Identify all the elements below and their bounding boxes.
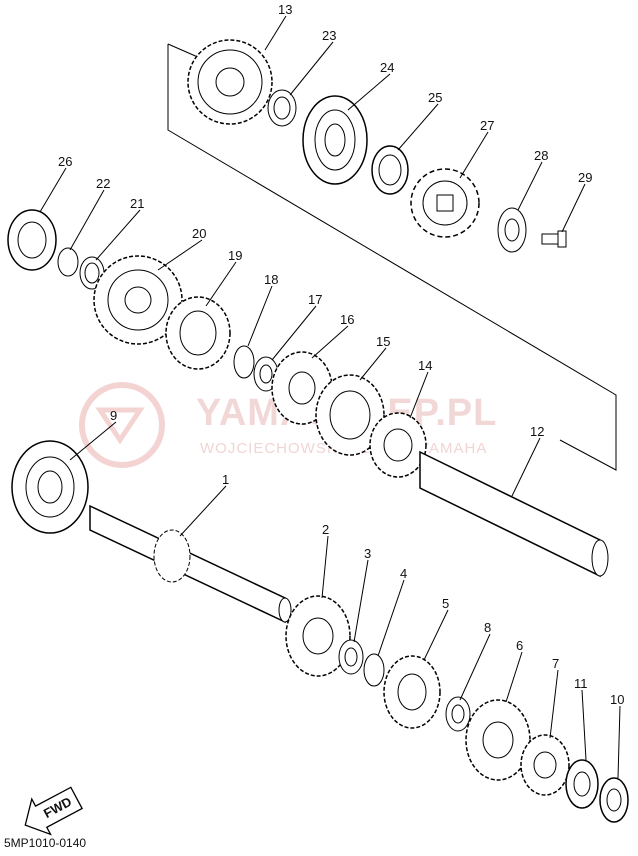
callout-3: 3 xyxy=(364,546,371,561)
callout-8: 8 xyxy=(484,620,491,635)
callout-14: 14 xyxy=(418,358,432,373)
callout-10: 10 xyxy=(610,692,624,707)
watermark-logo xyxy=(79,382,165,468)
gear-13 xyxy=(187,39,273,125)
gear-20 xyxy=(93,255,183,345)
gear-14 xyxy=(369,412,427,478)
gear-19 xyxy=(165,296,231,370)
washer-3 xyxy=(338,639,364,675)
gear-6 xyxy=(465,699,531,781)
callout-22: 22 xyxy=(96,176,110,191)
sprocket-27 xyxy=(410,168,480,238)
callout-29: 29 xyxy=(578,170,592,185)
bearing-11 xyxy=(565,759,599,809)
circlip-22 xyxy=(57,247,79,277)
washer-23 xyxy=(267,89,297,127)
callout-7: 7 xyxy=(552,656,559,671)
fwd-arrow-icon: FWD xyxy=(24,786,84,836)
callout-23: 23 xyxy=(322,28,336,43)
callout-4: 4 xyxy=(400,566,407,581)
bearing-9 xyxy=(11,440,89,534)
callout-16: 16 xyxy=(340,312,354,327)
callout-5: 5 xyxy=(442,596,449,611)
callout-19: 19 xyxy=(228,248,242,263)
oil-seal-10 xyxy=(599,777,629,823)
callout-9: 9 xyxy=(110,408,117,423)
bolt-29 xyxy=(541,230,567,248)
callout-1: 1 xyxy=(222,472,229,487)
gear-5 xyxy=(383,655,441,729)
drive-axle-12 xyxy=(419,450,609,578)
callout-2: 2 xyxy=(322,522,329,537)
oil-seal-25 xyxy=(371,145,409,195)
circlip-4 xyxy=(363,653,385,687)
lock-washer-28 xyxy=(497,207,527,253)
callout-20: 20 xyxy=(192,226,206,241)
callout-17: 17 xyxy=(308,292,322,307)
leader-lines xyxy=(39,15,621,779)
assembly-bracket xyxy=(167,43,617,471)
callout-27: 27 xyxy=(480,118,494,133)
gear-7 xyxy=(520,734,570,796)
callout-11: 11 xyxy=(574,676,588,691)
callout-21: 21 xyxy=(130,196,144,211)
callout-13: 13 xyxy=(278,2,292,17)
bearing-24 xyxy=(302,95,368,185)
callout-18: 18 xyxy=(264,272,278,287)
part-code: 5MP1010-0140 xyxy=(4,836,87,850)
washer-8 xyxy=(445,696,471,732)
circlip-18 xyxy=(233,345,255,379)
gear-15 xyxy=(315,374,385,456)
bearing-26 xyxy=(7,209,57,271)
callout-12: 12 xyxy=(530,424,544,439)
callout-28: 28 xyxy=(534,148,548,163)
callout-6: 6 xyxy=(516,638,523,653)
callout-26: 26 xyxy=(58,154,72,169)
callout-labels: 13 23 24 25 27 28 29 26 22 21 20 19 18 1… xyxy=(58,2,624,707)
callout-24: 24 xyxy=(380,60,394,75)
gear-2 xyxy=(285,595,351,677)
callout-25: 25 xyxy=(428,90,442,105)
main-axle-1 xyxy=(89,504,292,624)
callout-15: 15 xyxy=(376,334,390,349)
